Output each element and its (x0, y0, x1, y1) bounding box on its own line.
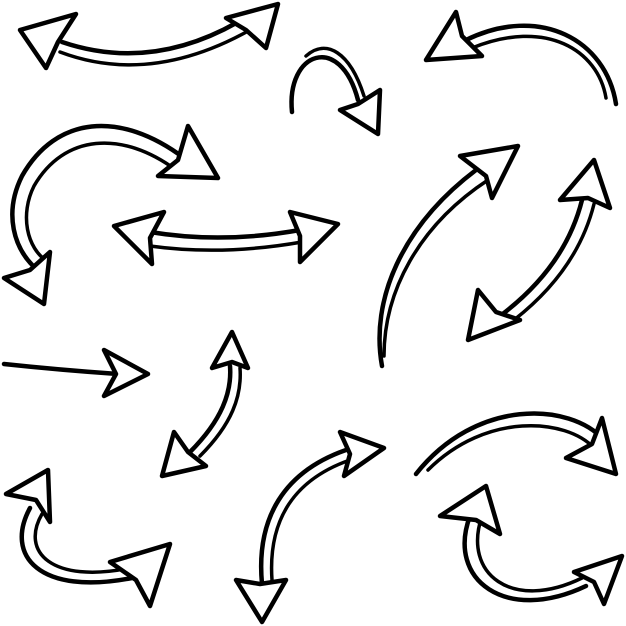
circular-arrow-bottom-right-icon (437, 483, 625, 607)
curved-arrow-top-right-icon (423, 9, 619, 107)
double-arrow-right-icon (465, 157, 613, 343)
s-curve-arrow-bottom-center-icon (233, 429, 387, 625)
straight-arrow-left-icon (1, 347, 151, 399)
loop-arrow-left-icon (1, 123, 221, 307)
u-turn-arrow-bottom-left-icon (3, 467, 173, 609)
arc-arrow-bottom-right-icon (413, 411, 619, 477)
double-arrow-middle-left-icon (111, 209, 341, 267)
double-arrow-center-icon (159, 329, 251, 479)
hook-arrow-top-center-icon (289, 46, 383, 137)
double-arrow-top-left-icon (17, 1, 281, 71)
long-curved-arrow-center-right-icon (377, 143, 521, 369)
